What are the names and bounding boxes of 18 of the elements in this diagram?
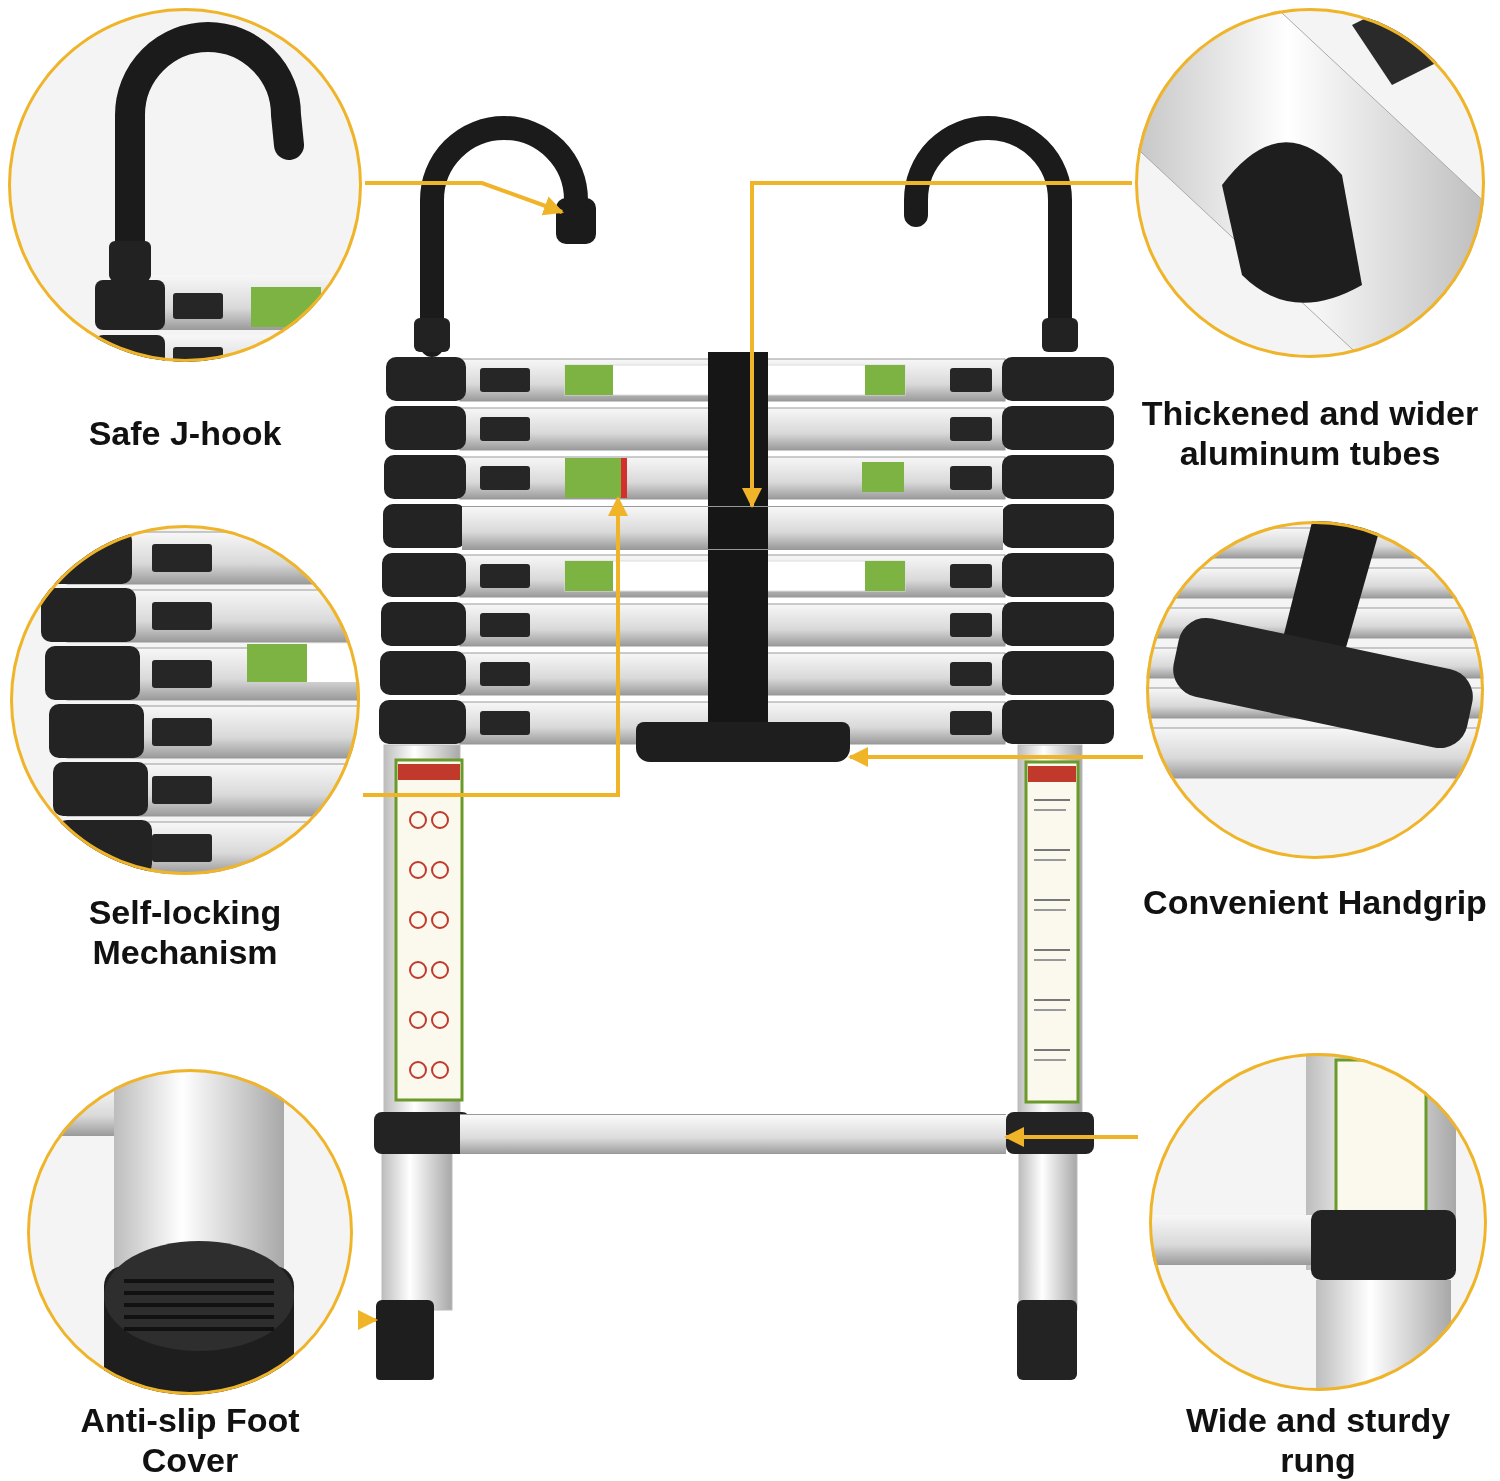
foot-cover: [376, 1300, 434, 1380]
aluminum-rung: [462, 506, 1003, 550]
hook-tip: [556, 198, 596, 244]
callout-arrow: [742, 181, 1132, 508]
feature-label: Wide and sturdy rung: [1184, 1400, 1452, 1480]
callout-arrow: [365, 181, 564, 216]
feature-label: Thickened and wider aluminum tubes: [1140, 393, 1480, 473]
callout-arrow: [358, 1310, 378, 1330]
handgrip: [636, 722, 850, 762]
feature-label: Convenient Handgrip: [1143, 882, 1487, 922]
callout-arrow: [363, 496, 628, 797]
lock-indicator-sticker: [565, 458, 627, 498]
feature-label: Anti-slip Foot Cover: [79, 1400, 301, 1480]
feature-label: Safe J-hook: [87, 413, 283, 453]
callout-arrow: [848, 747, 1143, 767]
ladder-rung: [460, 1114, 1006, 1154]
feature-label: Self-locking Mechanism: [87, 892, 283, 972]
callout-arrow: [1004, 1127, 1138, 1147]
